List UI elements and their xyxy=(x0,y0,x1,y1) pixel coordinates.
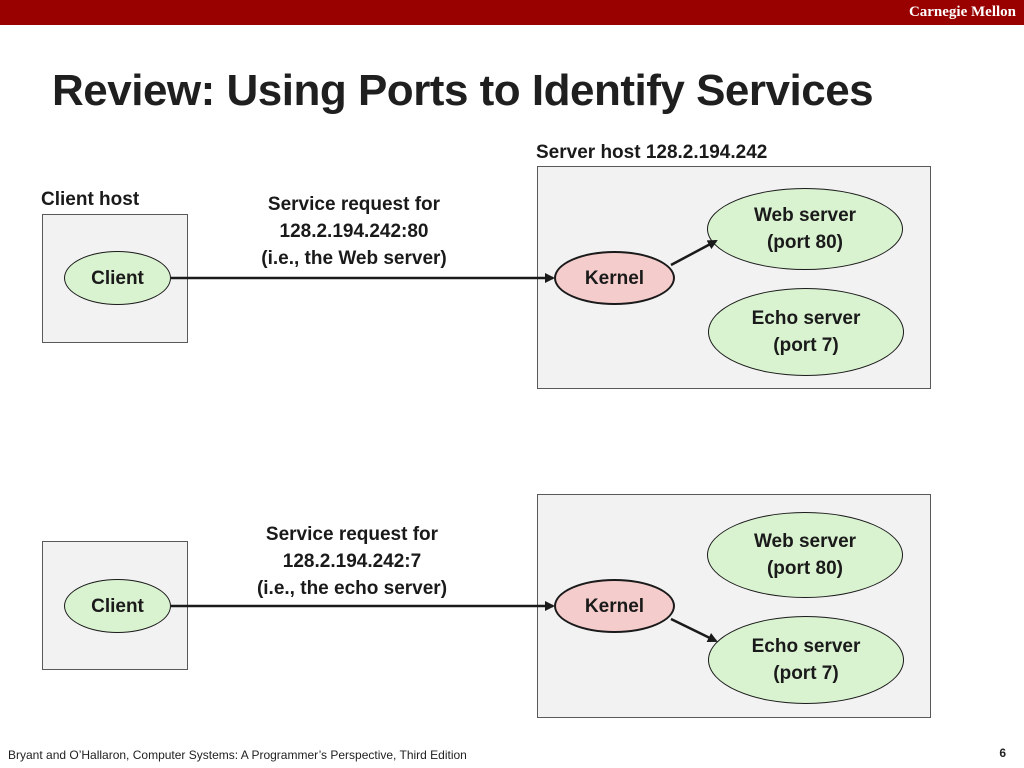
echo-server-port: (port 7) xyxy=(773,663,839,684)
page-number: 6 xyxy=(999,746,1006,760)
web-server-node-1: Web server (port 80) xyxy=(707,188,903,270)
kernel-label: Kernel xyxy=(584,267,645,289)
client-node-1: Client xyxy=(64,251,171,305)
server-host-label: Server host 128.2.194.242 xyxy=(536,142,768,163)
dispatch-arrow-2 xyxy=(670,617,718,643)
dispatch-arrow-1 xyxy=(670,239,718,267)
echo-server-node-1: Echo server (port 7) xyxy=(708,288,904,376)
echo-server-label: Echo server xyxy=(751,308,861,329)
client-label: Client xyxy=(91,267,144,289)
web-server-node-2: Web server (port 80) xyxy=(707,512,903,598)
request-line: 128.2.194.242:7 xyxy=(282,551,422,572)
client-node-2: Client xyxy=(64,579,171,633)
web-server-port: (port 80) xyxy=(766,232,843,253)
client-host-label: Client host xyxy=(41,189,140,210)
request-line: Service request for xyxy=(267,194,441,215)
service-request-1: Service request for 128.2.194.242:80 (i.… xyxy=(224,191,484,272)
request-line: (i.e., the Web server) xyxy=(261,248,447,269)
slide-title: Review: Using Ports to Identify Services xyxy=(52,66,874,115)
request-line: 128.2.194.242:80 xyxy=(279,221,429,242)
header-bar: Carnegie Mellon xyxy=(0,0,1024,25)
kernel-node-2: Kernel xyxy=(554,579,675,633)
echo-server-port: (port 7) xyxy=(773,335,839,356)
request-line: Service request for xyxy=(265,524,439,545)
echo-server-node-2: Echo server (port 7) xyxy=(708,616,904,704)
web-server-label: Web server xyxy=(753,531,857,552)
web-server-port: (port 80) xyxy=(766,558,843,579)
web-server-label: Web server xyxy=(753,205,857,226)
brand-label: Carnegie Mellon xyxy=(908,4,1016,20)
service-request-2: Service request for 128.2.194.242:7 (i.e… xyxy=(222,521,482,602)
kernel-label: Kernel xyxy=(584,595,645,617)
client-label: Client xyxy=(91,595,144,617)
footer-citation: Bryant and O’Hallaron, Computer Systems:… xyxy=(8,748,467,762)
request-line: (i.e., the echo server) xyxy=(256,578,448,599)
kernel-node-1: Kernel xyxy=(554,251,675,305)
echo-server-label: Echo server xyxy=(751,636,861,657)
